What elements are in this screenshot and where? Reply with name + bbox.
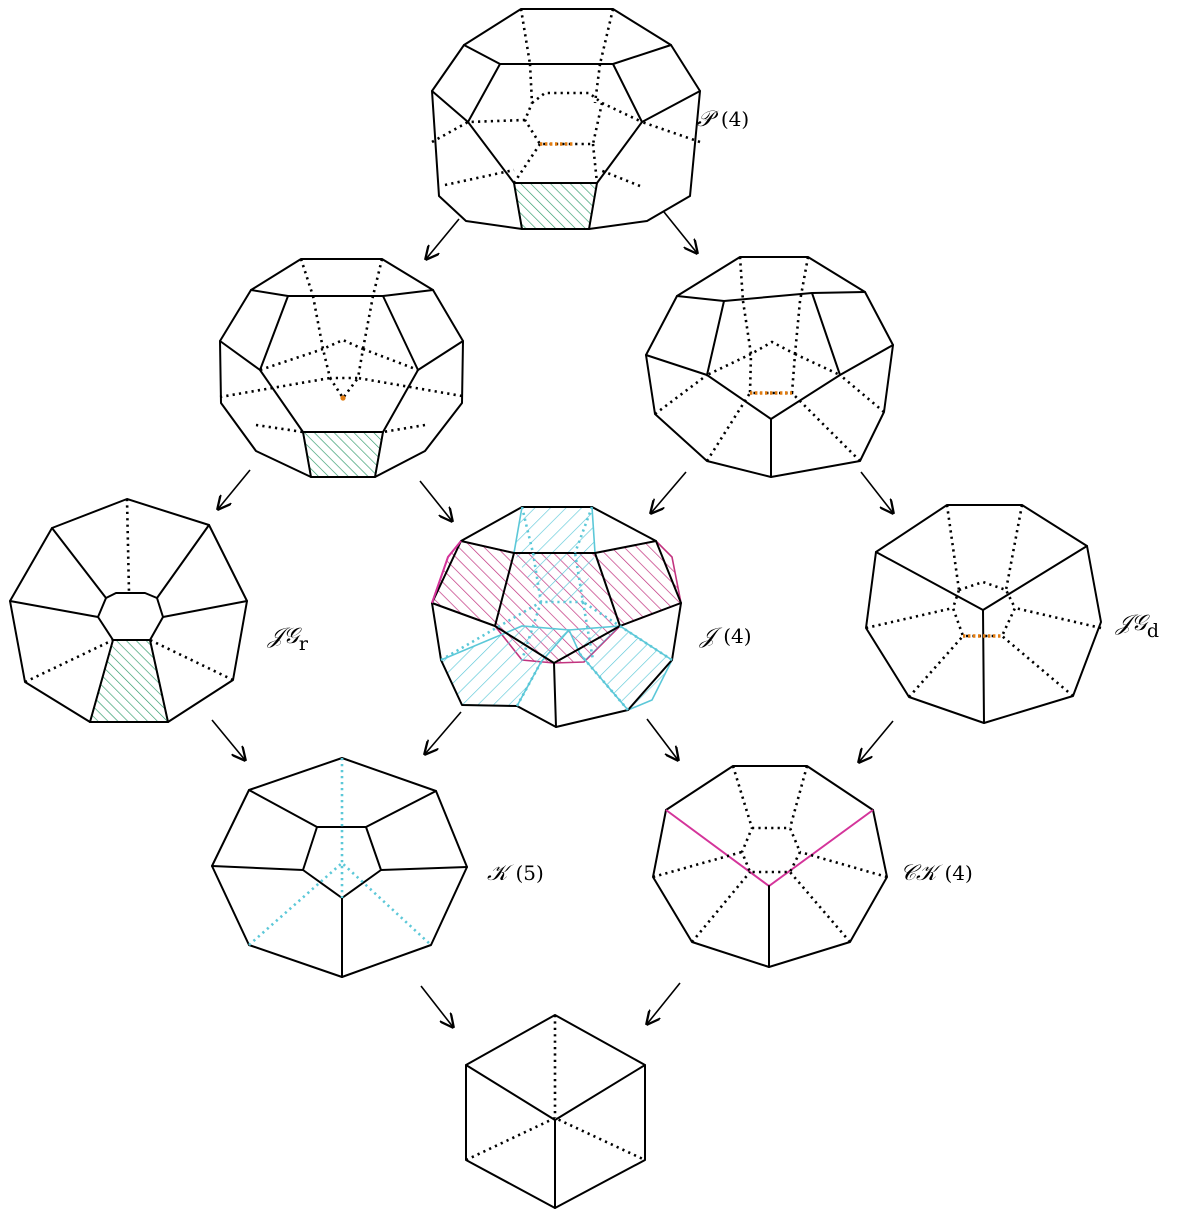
label-jg-r-symbol: 𝒥𝒢 — [267, 624, 302, 649]
label-k-count: (5) — [515, 861, 543, 885]
right-intermediate-polytope — [646, 257, 893, 477]
orange-contracted-edge — [340, 395, 345, 400]
jg-d-polytope — [866, 505, 1101, 723]
ck-polytope — [653, 766, 887, 967]
arrow-ck-to-cube — [647, 983, 680, 1024]
j-polytope — [432, 507, 681, 727]
label-permutahedron-symbol: 𝒫 — [697, 107, 719, 132]
arrow-j-to-ck — [647, 719, 678, 760]
arrow-p-to-left — [426, 219, 459, 259]
arrow-left-to-j — [420, 481, 452, 521]
magenta-edge-path — [666, 810, 873, 886]
jg-r-polytope — [10, 499, 247, 722]
arrow-jgd-to-ck — [859, 721, 893, 762]
label-jg-d-symbol: 𝒥𝒢 — [1115, 611, 1150, 636]
label-ck-symbol: 𝒞𝒦 — [900, 861, 943, 886]
label-permutahedron: 𝒫(4) — [697, 107, 749, 132]
label-jg-d-subscript: d — [1147, 620, 1159, 642]
label-ck-count: (4) — [944, 861, 972, 885]
arrow-left-to-jgr — [218, 470, 250, 509]
arrow-right-to-jgd — [861, 472, 893, 513]
label-permutahedron-count: (4) — [721, 107, 749, 131]
label-j-symbol: 𝒥 — [699, 624, 723, 649]
label-k: 𝒦(5) — [487, 861, 544, 886]
label-j-count: (4) — [723, 624, 751, 648]
label-jg-d: 𝒥𝒢d — [1115, 611, 1159, 642]
label-k-symbol: 𝒦 — [487, 861, 514, 886]
permutahedron-polytope — [432, 9, 700, 229]
label-j: 𝒥(4) — [699, 624, 752, 649]
cyan-hatched-lower-left — [441, 626, 569, 706]
arrow-jgr-to-k — [212, 720, 245, 760]
k-polytope — [212, 758, 467, 977]
arrow-k-to-cube — [421, 986, 453, 1027]
cube-polytope — [466, 1015, 645, 1208]
green-hatched-face — [514, 183, 597, 229]
arrow-right-to-j — [651, 472, 686, 513]
green-hatched-face — [303, 432, 383, 477]
label-ck: 𝒞𝒦(4) — [900, 861, 973, 886]
arrow-j-to-k — [425, 712, 461, 754]
cyan-hatched-lower-right — [569, 626, 672, 710]
label-jg-r-subscript: r — [299, 633, 309, 655]
left-intermediate-polytope — [220, 259, 463, 477]
arrow-p-to-right — [664, 212, 697, 253]
label-jg-r: 𝒥𝒢r — [267, 624, 309, 655]
